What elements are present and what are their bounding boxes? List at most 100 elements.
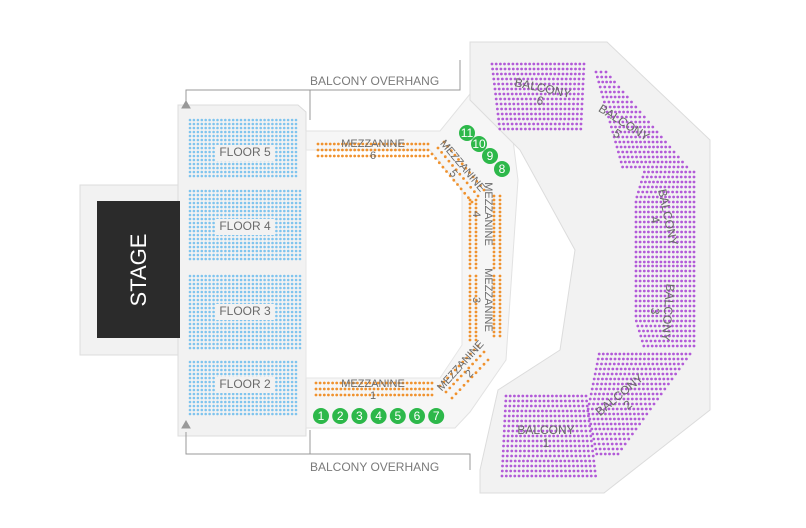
seat[interactable] <box>498 298 502 302</box>
seat[interactable] <box>247 174 251 178</box>
seat[interactable] <box>519 127 523 131</box>
seat[interactable] <box>651 264 654 268</box>
seat[interactable] <box>200 334 204 338</box>
seat[interactable] <box>192 364 196 368</box>
seat[interactable] <box>235 162 239 166</box>
seat[interactable] <box>503 414 507 418</box>
seat[interactable] <box>663 314 667 318</box>
seat[interactable] <box>667 205 671 209</box>
seat[interactable] <box>599 407 602 411</box>
seat[interactable] <box>204 241 207 245</box>
seat[interactable] <box>286 245 290 249</box>
seat[interactable] <box>676 225 679 229</box>
seat[interactable] <box>208 233 211 237</box>
seat[interactable] <box>582 449 586 453</box>
seat[interactable] <box>531 439 535 443</box>
seat[interactable] <box>517 394 520 398</box>
seat[interactable] <box>188 158 192 162</box>
seat[interactable] <box>630 125 634 129</box>
seat[interactable] <box>267 360 270 364</box>
seat[interactable] <box>555 469 559 473</box>
seat[interactable] <box>259 197 263 201</box>
seat[interactable] <box>598 372 601 376</box>
seat[interactable] <box>591 432 595 436</box>
seat[interactable] <box>294 368 298 372</box>
seat[interactable] <box>538 459 542 463</box>
seat[interactable] <box>228 364 231 368</box>
seat[interactable] <box>501 454 505 458</box>
seat[interactable] <box>255 290 259 294</box>
seat[interactable] <box>204 146 207 150</box>
seat[interactable] <box>603 407 607 411</box>
seat[interactable] <box>593 392 597 396</box>
seat[interactable] <box>271 360 274 364</box>
seat[interactable] <box>626 397 630 401</box>
seat[interactable] <box>644 160 648 164</box>
seat[interactable] <box>452 178 456 182</box>
seat[interactable] <box>667 299 671 303</box>
seat[interactable] <box>574 449 577 453</box>
seat[interactable] <box>567 459 571 463</box>
seat[interactable] <box>664 145 668 149</box>
seat[interactable] <box>552 444 556 448</box>
seat[interactable] <box>550 394 554 398</box>
seat[interactable] <box>684 180 688 184</box>
seat[interactable] <box>247 166 251 170</box>
seat[interactable] <box>651 165 654 169</box>
seat[interactable] <box>283 274 286 278</box>
seat[interactable] <box>298 249 302 253</box>
seat[interactable] <box>401 381 405 385</box>
seat[interactable] <box>513 112 517 116</box>
seat[interactable] <box>275 400 278 404</box>
seat[interactable] <box>267 342 270 346</box>
seat[interactable] <box>667 382 670 386</box>
seat[interactable] <box>247 241 251 245</box>
box-3[interactable]: 3 <box>351 408 368 424</box>
seat[interactable] <box>692 245 696 249</box>
seat[interactable] <box>659 140 663 144</box>
seat[interactable] <box>492 214 496 218</box>
seat[interactable] <box>220 134 223 138</box>
seat[interactable] <box>251 134 255 138</box>
seat[interactable] <box>581 469 584 473</box>
seat[interactable] <box>498 262 502 266</box>
seat[interactable] <box>267 166 270 170</box>
seat[interactable] <box>279 249 282 253</box>
seat[interactable] <box>343 393 347 397</box>
seat[interactable] <box>494 92 497 96</box>
seat[interactable] <box>279 170 282 174</box>
seat[interactable] <box>619 145 623 149</box>
seat[interactable] <box>290 306 294 310</box>
seat[interactable] <box>643 334 647 338</box>
seat[interactable] <box>647 392 651 396</box>
seat[interactable] <box>275 237 278 241</box>
seat[interactable] <box>576 469 580 473</box>
seat[interactable] <box>676 220 679 224</box>
seat[interactable] <box>663 352 667 356</box>
seat[interactable] <box>452 382 455 386</box>
seat[interactable] <box>341 142 344 146</box>
seat[interactable] <box>529 394 533 398</box>
seat[interactable] <box>188 372 192 376</box>
seat[interactable] <box>200 342 204 346</box>
seat[interactable] <box>575 117 579 121</box>
seat[interactable] <box>220 412 223 416</box>
seat[interactable] <box>642 284 646 288</box>
seat[interactable] <box>255 245 259 249</box>
seat[interactable] <box>208 189 211 193</box>
seat[interactable] <box>601 95 605 99</box>
seat[interactable] <box>644 372 648 376</box>
seat[interactable] <box>263 138 266 142</box>
seat[interactable] <box>204 282 207 286</box>
seat[interactable] <box>267 404 270 408</box>
seat[interactable] <box>332 148 336 152</box>
seat[interactable] <box>430 152 434 156</box>
seat[interactable] <box>204 372 207 376</box>
seat[interactable] <box>286 122 290 126</box>
seat[interactable] <box>251 245 255 249</box>
seat[interactable] <box>668 195 671 199</box>
seat[interactable] <box>235 142 239 146</box>
seat[interactable] <box>459 187 463 191</box>
seat[interactable] <box>578 67 581 71</box>
seat[interactable] <box>422 393 426 397</box>
